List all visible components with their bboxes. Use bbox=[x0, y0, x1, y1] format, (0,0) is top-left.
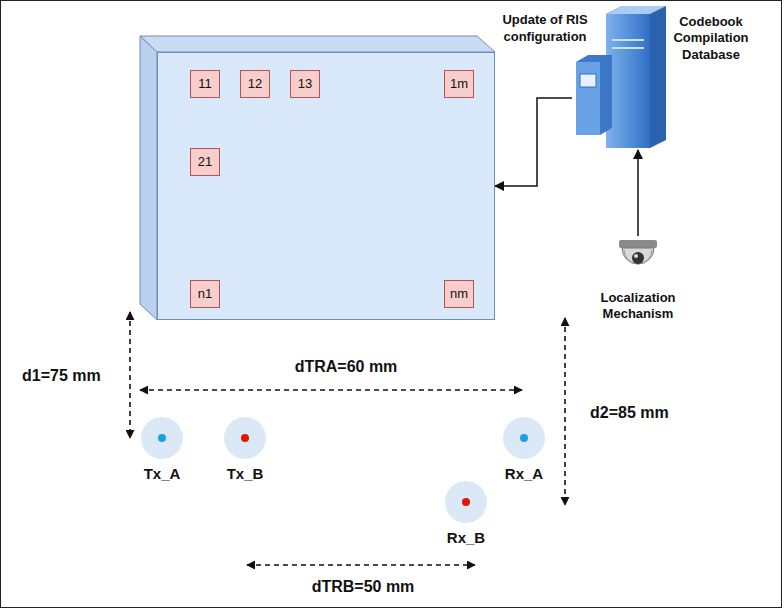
ris-element: n1 bbox=[190, 280, 220, 308]
dimension-label: dTRB=50 mm bbox=[310, 578, 417, 596]
antenna-dot bbox=[158, 434, 166, 442]
ris-panel: 11 12 13 1m 21 n1 nm bbox=[157, 52, 495, 320]
tx-node: Tx_B bbox=[224, 417, 266, 459]
node-label: Tx_B bbox=[205, 465, 285, 484]
rx-node: Rx_B bbox=[445, 481, 487, 523]
dimension-label: d1=75 mm bbox=[22, 367, 101, 385]
localization-camera: Localization Mechanism bbox=[614, 236, 662, 280]
node-label: Localization Mechanism bbox=[583, 290, 693, 323]
element-index: 13 bbox=[298, 76, 312, 92]
antenna-dot bbox=[462, 498, 470, 506]
edge-label: Update of RIS configuration bbox=[489, 12, 601, 46]
dimension-lines bbox=[130, 312, 565, 565]
ris-element: nm bbox=[444, 280, 474, 308]
tx-node: Tx_A bbox=[141, 417, 183, 459]
element-index: nm bbox=[450, 286, 468, 302]
ris-element: 11 bbox=[190, 70, 220, 98]
dimension-label: d2=85 mm bbox=[590, 404, 669, 422]
server-icon bbox=[576, 6, 666, 148]
ris-element: 12 bbox=[240, 70, 270, 98]
node-label: Rx_B bbox=[426, 529, 506, 548]
node-label: Tx_A bbox=[122, 465, 202, 484]
ris-element: 1m bbox=[444, 70, 474, 98]
signal-arrow bbox=[637, 150, 639, 236]
element-index: 21 bbox=[198, 154, 212, 170]
antenna-dot bbox=[241, 434, 249, 442]
ris-panel-depth bbox=[140, 36, 495, 320]
camera-icon bbox=[619, 240, 657, 264]
dimension-label: dTRA=60 mm bbox=[293, 358, 400, 376]
element-index: 1m bbox=[450, 76, 468, 92]
antenna-dot bbox=[520, 434, 528, 442]
element-index: 11 bbox=[198, 76, 212, 92]
ris-element: 13 bbox=[290, 70, 320, 98]
node-label: Codebook Compilation Database bbox=[668, 14, 754, 63]
signal-arrow bbox=[495, 98, 572, 186]
rx-node: Rx_A bbox=[503, 417, 545, 459]
node-label: Rx_A bbox=[484, 465, 564, 484]
codebook-server: Codebook Compilation Database bbox=[572, 6, 667, 150]
element-index: 12 bbox=[248, 76, 262, 92]
ris-element: 21 bbox=[190, 148, 220, 176]
element-index: n1 bbox=[198, 286, 212, 302]
